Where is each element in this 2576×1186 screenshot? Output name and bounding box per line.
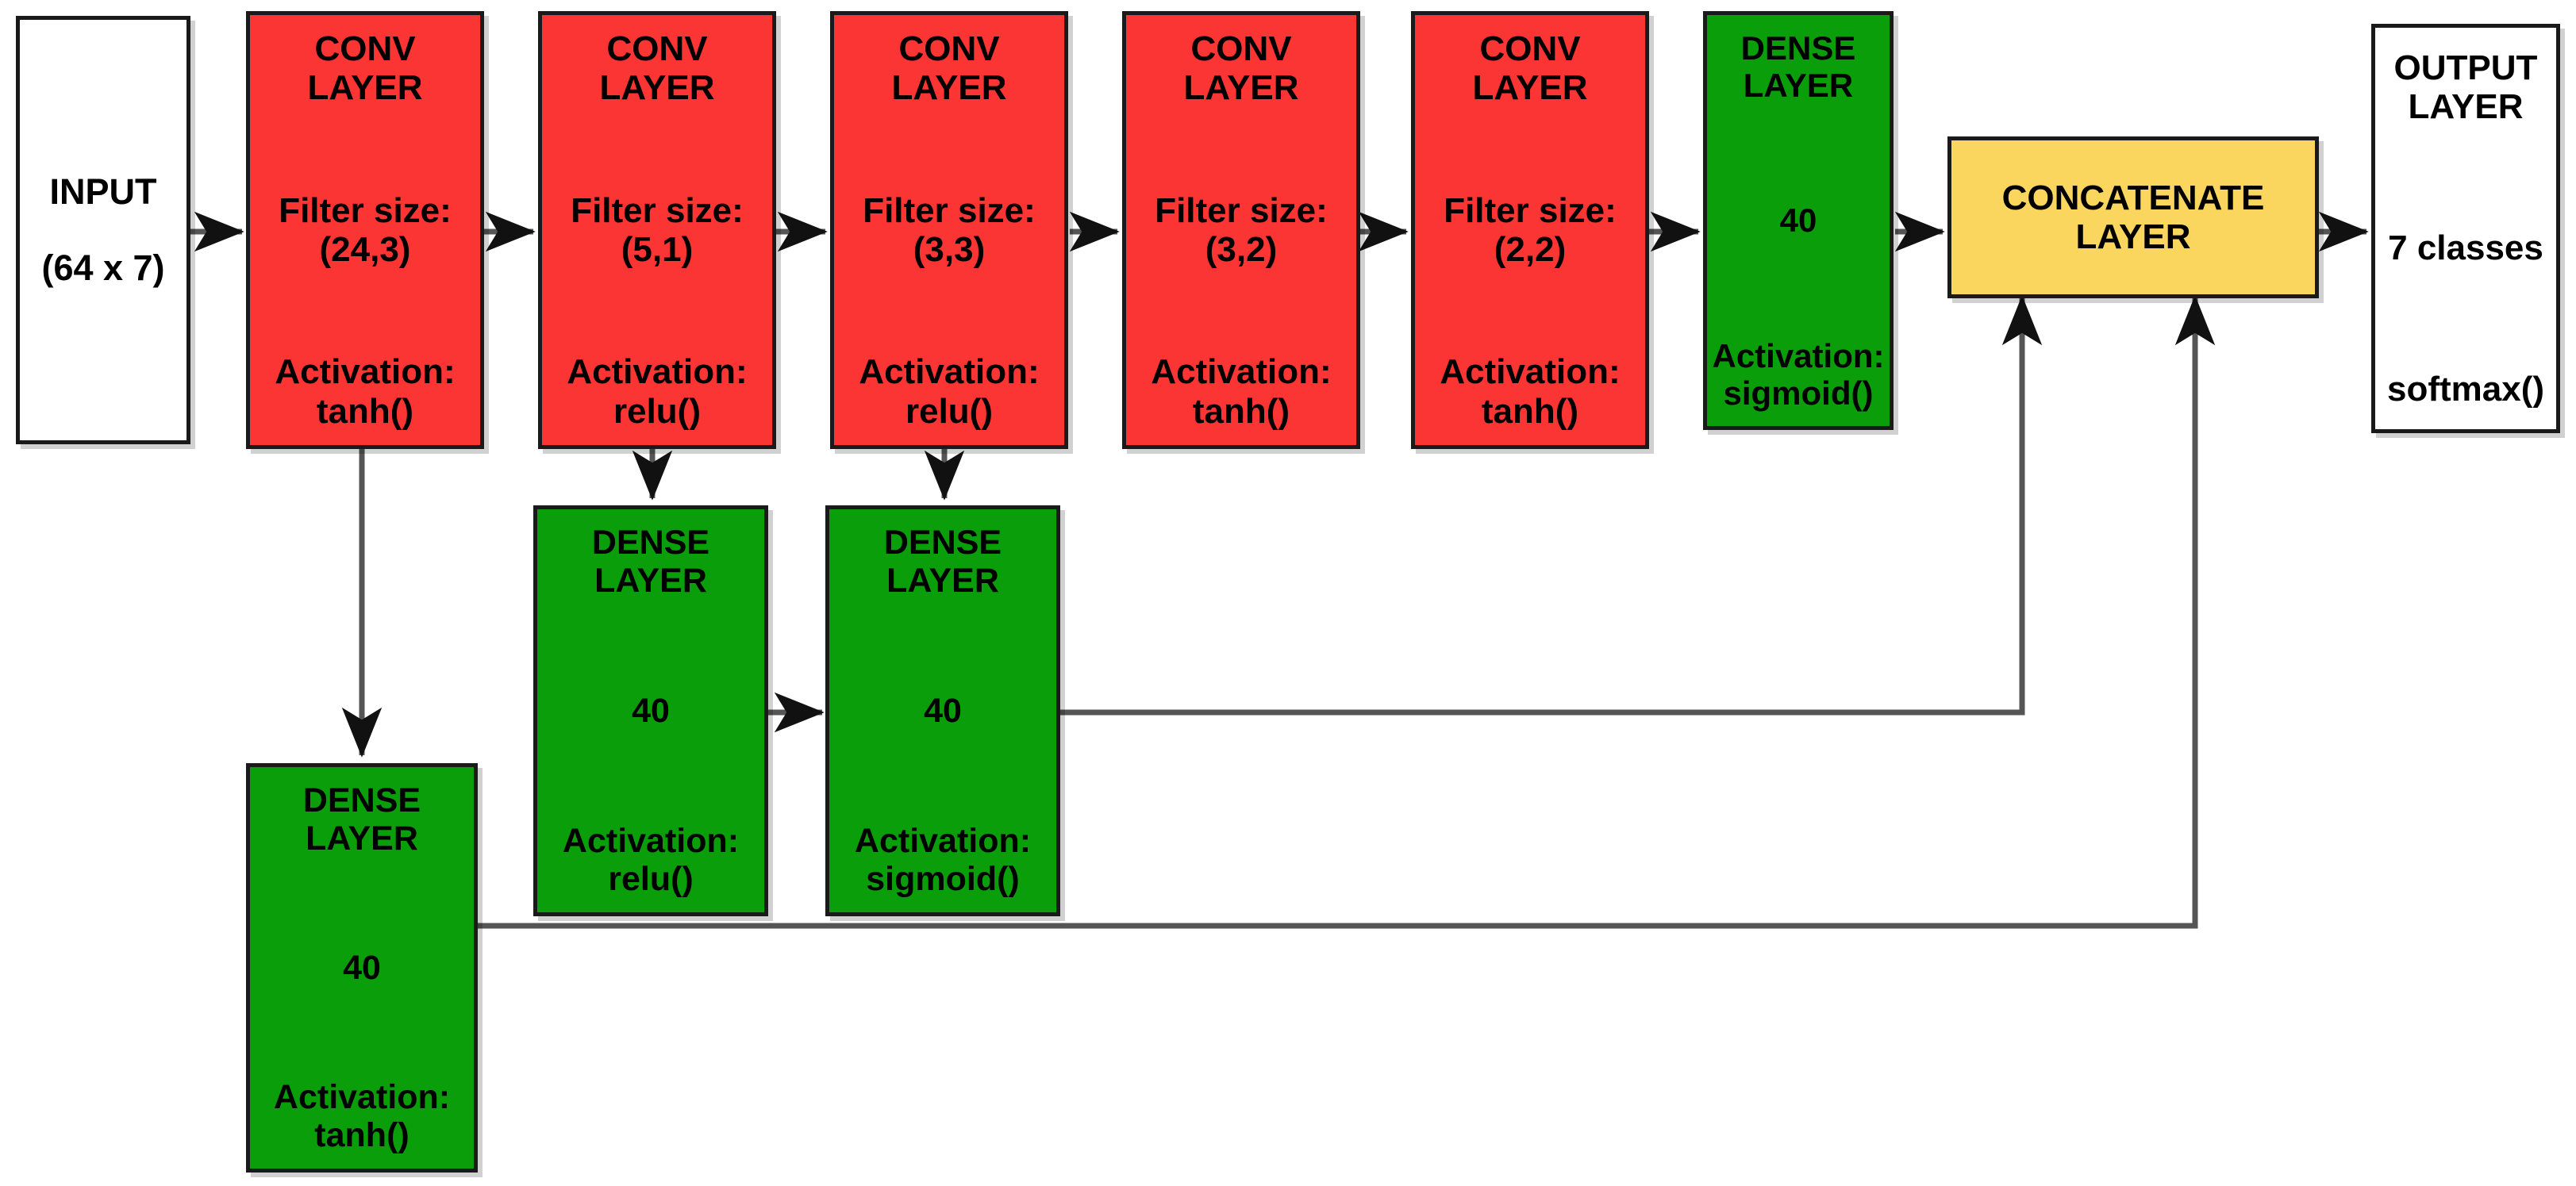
- input-title: INPUT: [49, 171, 157, 212]
- concatenate-title-line2: LAYER: [2075, 217, 2191, 256]
- dense-bottom-activation-value: tanh(): [314, 1115, 409, 1154]
- conv1-title-line2: LAYER: [307, 68, 423, 108]
- node-conv-1[interactable]: CONV LAYER Filter size: (24,3) Activatio…: [246, 11, 484, 449]
- conv4-filter-size: (3,2): [1205, 230, 1278, 269]
- dense-mid1-activation: Activation: relu(): [563, 822, 739, 898]
- conv3-filter: Filter size: (3,3): [863, 191, 1036, 270]
- dense-top-activation-label: Activation:: [1712, 336, 1885, 374]
- dense-top-title: DENSE LAYER: [1741, 29, 1856, 104]
- output-activation: softmax(): [2386, 369, 2545, 409]
- conv3-filter-label: Filter size:: [863, 190, 1036, 230]
- conv2-activation-label: Activation:: [567, 352, 748, 392]
- dense-mid1-title: DENSE LAYER: [592, 524, 709, 600]
- conv2-filter-label: Filter size:: [571, 190, 744, 230]
- output-title: OUTPUT LAYER: [2394, 48, 2538, 127]
- conv4-activation: Activation: tanh(): [1151, 352, 1331, 431]
- dense-mid2-title-line2: LAYER: [886, 562, 999, 601]
- conv3-filter-size: (3,3): [913, 230, 986, 269]
- conv1-filter: Filter size: (24,3): [279, 191, 452, 270]
- conv4-title: CONV LAYER: [1183, 29, 1298, 108]
- dense-mid1-activation-value: relu(): [608, 859, 694, 898]
- output-classes: 7 classes: [2388, 228, 2543, 267]
- conv1-activation-value: tanh(): [316, 391, 414, 431]
- dense-mid1-title-line1: DENSE: [591, 524, 710, 562]
- conv3-title-line1: CONV: [898, 29, 1000, 68]
- conv4-filter: Filter size: (3,2): [1155, 191, 1328, 270]
- dense-top-title-line2: LAYER: [1743, 67, 1854, 105]
- conv3-activation-value: relu(): [905, 391, 993, 431]
- conv5-title: CONV LAYER: [1472, 29, 1587, 108]
- conv2-title-line2: LAYER: [599, 68, 715, 108]
- node-input[interactable]: INPUT (64 x 7): [16, 16, 190, 444]
- dense-bottom-units: 40: [343, 948, 381, 987]
- conv4-title-line1: CONV: [1190, 29, 1292, 68]
- conv3-title: CONV LAYER: [891, 29, 1006, 108]
- conv2-filter-size: (5,1): [621, 230, 694, 269]
- conv1-filter-label: Filter size:: [279, 190, 452, 230]
- conv3-activation-label: Activation:: [859, 352, 1040, 392]
- node-conv-4[interactable]: CONV LAYER Filter size: (3,2) Activation…: [1122, 11, 1360, 449]
- node-dense-bottom[interactable]: DENSE LAYER 40 Activation: tanh(): [246, 763, 478, 1173]
- conv4-activation-value: tanh(): [1192, 391, 1290, 431]
- conv2-filter: Filter size: (5,1): [571, 191, 744, 270]
- dense-mid1-units: 40: [632, 691, 670, 730]
- dense-mid2-activation: Activation: sigmoid(): [855, 822, 1031, 898]
- conv1-activation-label: Activation:: [275, 352, 456, 392]
- dense-mid1-activation-label: Activation:: [562, 821, 740, 860]
- conv5-title-line1: CONV: [1479, 29, 1581, 68]
- node-dense-mid-2[interactable]: DENSE LAYER 40 Activation: sigmoid(): [825, 505, 1060, 916]
- output-title-line1: OUTPUT: [2393, 48, 2538, 87]
- dense-bottom-title-line2: LAYER: [306, 819, 418, 858]
- conv5-activation-value: tanh(): [1481, 391, 1579, 431]
- conv5-filter-size: (2,2): [1494, 230, 1567, 269]
- dense-top-title-line1: DENSE: [1740, 29, 1856, 67]
- dense-bottom-activation: Activation: tanh(): [274, 1078, 450, 1154]
- dense-mid2-activation-value: sigmoid(): [866, 859, 1020, 898]
- input-shape: (64 x 7): [41, 248, 165, 288]
- node-conv-2[interactable]: CONV LAYER Filter size: (5,1) Activation…: [538, 11, 776, 449]
- conv1-filter-size: (24,3): [319, 230, 411, 269]
- dense-mid2-units: 40: [924, 691, 962, 730]
- conv5-filter: Filter size: (2,2): [1444, 191, 1617, 270]
- node-dense-top[interactable]: DENSE LAYER 40 Activation: sigmoid(): [1703, 11, 1894, 430]
- conv2-activation-value: relu(): [613, 391, 701, 431]
- conv2-activation: Activation: relu(): [567, 352, 747, 431]
- node-conv-3[interactable]: CONV LAYER Filter size: (3,3) Activation…: [830, 11, 1068, 449]
- node-dense-mid-1[interactable]: DENSE LAYER 40 Activation: relu(): [533, 505, 768, 916]
- conv1-title: CONV LAYER: [307, 29, 422, 108]
- concatenate-title-line1: CONCATENATE: [2001, 178, 2265, 217]
- node-output[interactable]: OUTPUT LAYER 7 classes softmax(): [2371, 24, 2560, 433]
- dense-top-activation: Activation: sigmoid(): [1712, 337, 1884, 412]
- conv4-activation-label: Activation:: [1151, 352, 1332, 392]
- dense-bottom-title-line1: DENSE: [302, 781, 421, 819]
- node-conv-5[interactable]: CONV LAYER Filter size: (2,2) Activation…: [1411, 11, 1649, 449]
- dense-top-activation-value: sigmoid(): [1723, 374, 1874, 412]
- dense-top-units: 40: [1779, 202, 1817, 240]
- conv5-activation: Activation: tanh(): [1440, 352, 1620, 431]
- conv5-activation-label: Activation:: [1440, 352, 1621, 392]
- dense-mid2-activation-label: Activation:: [854, 821, 1032, 860]
- conv4-filter-label: Filter size:: [1155, 190, 1328, 230]
- dense-bottom-activation-label: Activation:: [273, 1077, 451, 1116]
- dense-bottom-title: DENSE LAYER: [303, 781, 421, 858]
- dense-mid2-title: DENSE LAYER: [884, 524, 1002, 600]
- dense-mid1-title-line2: LAYER: [594, 562, 707, 601]
- conv2-title-line1: CONV: [606, 29, 708, 68]
- conv4-title-line2: LAYER: [1183, 68, 1299, 108]
- conv2-title: CONV LAYER: [599, 29, 714, 108]
- dense-mid2-title-line1: DENSE: [883, 524, 1002, 562]
- concatenate-title: CONCATENATE LAYER: [2002, 178, 2265, 257]
- conv1-title-line1: CONV: [314, 29, 416, 68]
- output-title-line2: LAYER: [2408, 87, 2524, 127]
- conv5-title-line2: LAYER: [1472, 68, 1588, 108]
- conv3-title-line2: LAYER: [891, 68, 1007, 108]
- conv1-activation: Activation: tanh(): [275, 352, 455, 431]
- conv3-activation: Activation: relu(): [859, 352, 1039, 431]
- node-concatenate[interactable]: CONCATENATE LAYER: [1947, 136, 2319, 298]
- conv5-filter-label: Filter size:: [1444, 190, 1617, 230]
